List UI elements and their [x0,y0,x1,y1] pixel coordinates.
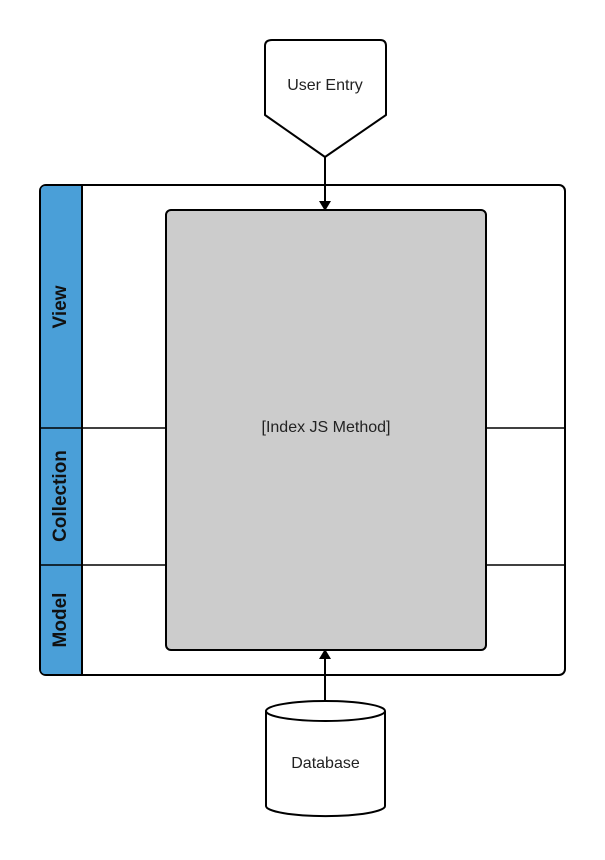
lane-label-collection: Collection [50,450,71,542]
database-shape [265,711,386,818]
lane-label-view: View [50,285,71,328]
lane-header-strip-fill [60,186,82,674]
user-entry-shape [264,39,387,158]
database-top [265,700,386,722]
lane-label-model: Model [50,593,71,648]
database-label: Database [291,755,360,772]
user-entry-label: User Entry [287,77,363,94]
process-label: [Index JS Method] [262,419,391,436]
